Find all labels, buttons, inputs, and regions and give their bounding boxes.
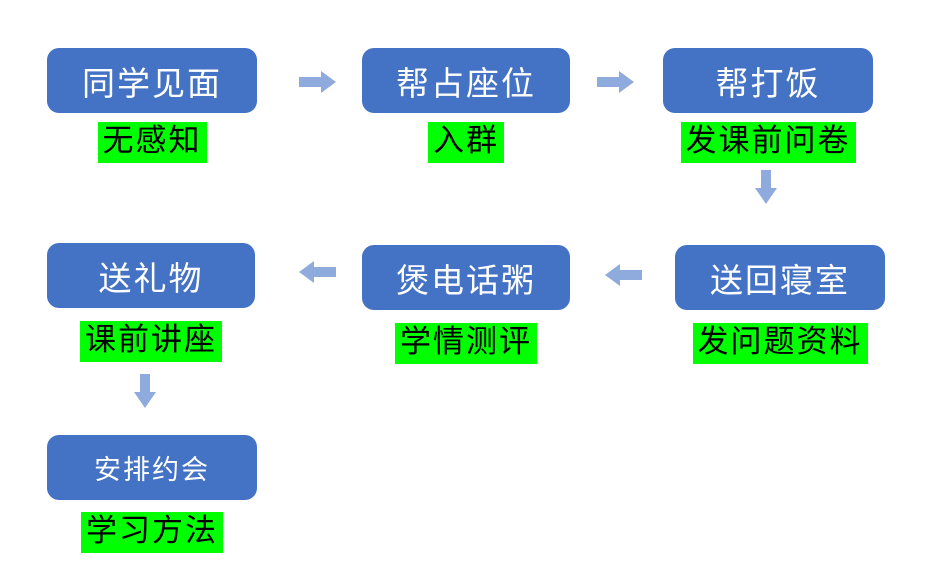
flow-label-row: 学情测评: [395, 323, 537, 364]
arrow-right-icon: [299, 71, 336, 93]
arrow-down-icon: [755, 170, 777, 204]
flow-box-songhuiqinshi[interactable]: 送回寝室: [675, 245, 885, 310]
arrow-left-icon: [605, 264, 642, 286]
flow-box-tongxuejianmian[interactable]: 同学见面: [47, 48, 257, 113]
arrow-right-icon: [597, 71, 634, 93]
flow-label-row: 学习方法: [81, 512, 223, 553]
flow-node-songhuiqinshi: 送回寝室 发问题资料: [675, 245, 885, 364]
flow-node-songliwu: 送礼物 课前讲座: [47, 243, 255, 362]
flow-node-bangzhanzuowei: 帮占座位 入群: [362, 48, 570, 163]
flow-label-xueqingceping: 学情测评: [395, 323, 537, 364]
flow-node-tongxuejianmian: 同学见面 无感知: [47, 48, 257, 163]
arrow-left-icon: [299, 261, 336, 283]
flow-label-row: 无感知: [97, 122, 207, 163]
flow-node-bangdafan: 帮打饭 发课前问卷: [663, 48, 873, 163]
flow-label-keqianjiangzuo: 课前讲座: [80, 321, 222, 362]
flow-label-fakeqianwenjuan: 发课前问卷: [680, 122, 856, 163]
flow-box-bangzhanzuowei[interactable]: 帮占座位: [362, 48, 570, 113]
flow-label-xuexifangfa: 学习方法: [81, 512, 223, 553]
flow-box-bangdafan[interactable]: 帮打饭: [663, 48, 873, 113]
flow-label-wuganzhi: 无感知: [97, 122, 207, 163]
flow-label-row: 课前讲座: [80, 321, 222, 362]
flow-label-row: 发课前问卷: [680, 122, 856, 163]
flow-box-songliwu[interactable]: 送礼物: [47, 243, 255, 308]
flow-node-anpaiyuehui: 安排约会 学习方法: [47, 435, 257, 553]
flow-label-row: 入群: [428, 122, 504, 163]
flow-box-baodianhuazhou[interactable]: 煲电话粥: [362, 245, 570, 310]
arrow-down-icon: [134, 374, 156, 408]
flow-label-ruqun: 入群: [428, 122, 504, 163]
flow-box-anpaiyuehui[interactable]: 安排约会: [47, 435, 257, 500]
flow-label-row: 发问题资料: [692, 323, 868, 364]
flow-node-baodianhuazhou: 煲电话粥 学情测评: [362, 245, 570, 364]
flow-label-fawentiziliao: 发问题资料: [692, 323, 868, 364]
